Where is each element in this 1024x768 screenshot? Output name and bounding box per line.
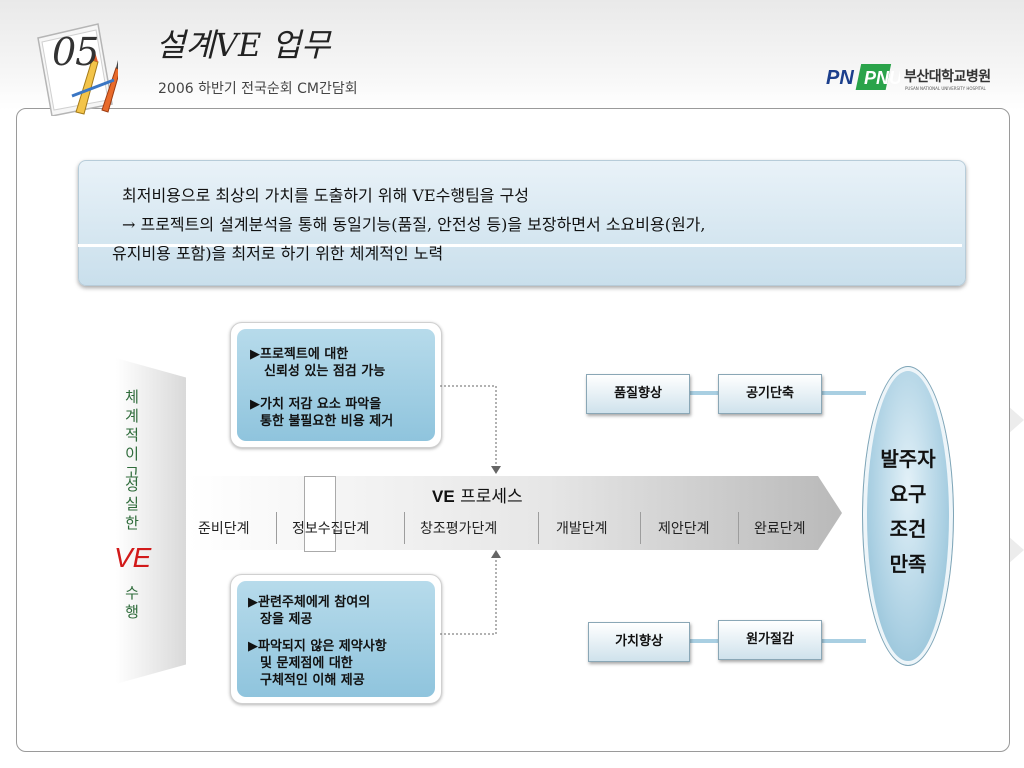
ruler-pencil-icon	[71, 52, 118, 115]
left-vertical-panel	[116, 358, 186, 684]
callout-item: ▶파악되지 않은 제약사항 및 문제점에 대한 구체적인 이해 제공	[248, 639, 387, 688]
benefit-callout-top	[230, 322, 442, 448]
summary-line: → 프로젝트의 설계분석을 통해 동일기능(품질, 안전성 등)을 보장하면서 …	[122, 215, 706, 234]
stage-divider	[276, 512, 277, 544]
benefit-callout-bottom	[230, 574, 442, 704]
org-name-english: PUSAN NATIONAL UNIVERSITY HOSPITAL	[905, 86, 986, 91]
stage-divider	[738, 512, 739, 544]
stage-complete: 완료단계	[754, 521, 806, 537]
tag-schedule-reduction: 공기단축	[718, 374, 822, 414]
summary-box	[78, 160, 966, 286]
page-subtitle: 2006 하반기 전국순회 CM간담회	[158, 81, 358, 97]
stage-prepare: 준비단계	[198, 521, 250, 537]
stage-divider	[538, 512, 539, 544]
stage-divider	[404, 512, 405, 544]
stage-divider	[640, 512, 641, 544]
slide-number-badge	[37, 23, 118, 116]
tag-quality-improvement: 품질향상	[586, 374, 690, 414]
stage-proposal: 제안단계	[658, 521, 710, 537]
slide-number: 05	[52, 30, 99, 74]
callout-item: ▶가치 저감 요소 파악을 통한 불필요한 비용 제거	[250, 397, 394, 429]
ve-label: VE	[114, 542, 152, 573]
process-title: VE 프로세스	[432, 487, 523, 507]
tag-value-improvement: 가치향상	[588, 622, 690, 662]
callout-item: ▶관련주체에게 참여의 장을 제공	[248, 595, 371, 627]
ve-process-arrow	[188, 476, 842, 550]
summary-line: 최저비용으로 최상의 가치를 도출하기 위해 VE수행팀을 구성	[122, 186, 530, 205]
summary-divider	[78, 244, 962, 247]
org-name: 부산대학교병원	[904, 69, 991, 85]
svg-text:PN: PN	[826, 67, 854, 89]
page-title: 설계VE 업무	[156, 26, 331, 64]
stage-creative-eval: 창조평가단계	[420, 521, 498, 537]
callout-item: ▶프로젝트에 대한 신뢰성 있는 점검 가능	[250, 347, 386, 379]
goal-text: 발주자 요구 조건 만족	[880, 447, 936, 576]
stage-highlight	[304, 476, 336, 552]
svg-text:PNUH: PNUH	[864, 68, 900, 88]
pnuh-logo-icon: PN PNUH	[826, 64, 900, 90]
header-background	[0, 0, 1024, 110]
stage-development: 개발단계	[556, 521, 608, 537]
stage-info-gathering: 정보수집단계	[292, 521, 370, 537]
goal-oval	[862, 366, 954, 666]
tag-cost-reduction: 원가절감	[718, 620, 822, 660]
summary-line: 유지비용 포함)을 최저로 하기 위한 체계적인 노력	[112, 244, 444, 263]
